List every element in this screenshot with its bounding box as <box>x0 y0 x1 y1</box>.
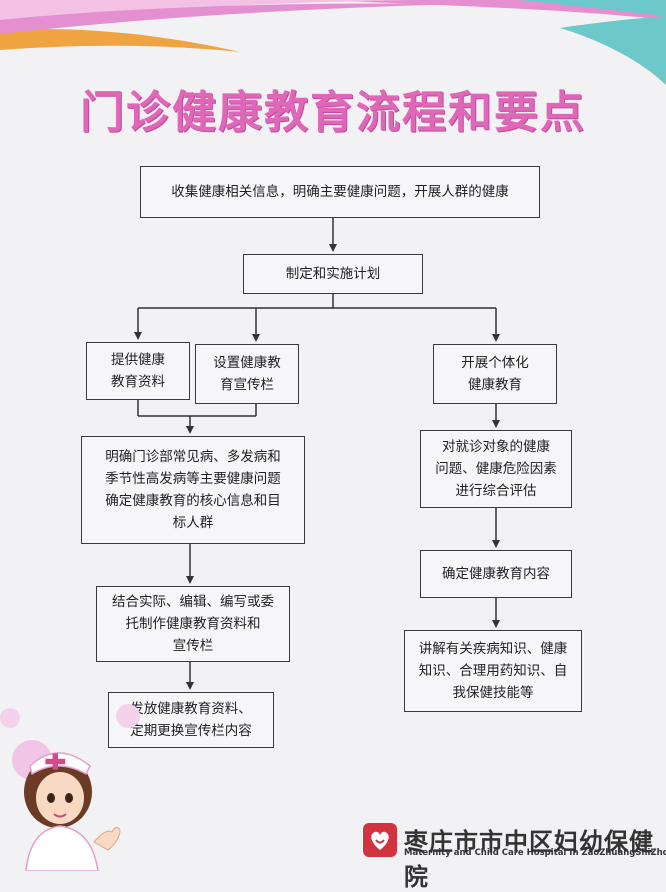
decorative-top-bands <box>0 0 666 85</box>
hospital-logo-icon <box>363 823 397 857</box>
node-collect-info: 收集健康相关信息，明确主要健康问题，开展人群的健康 <box>140 166 540 218</box>
node-assess: 对就诊对象的健康 问题、健康危险因素 进行综合评估 <box>420 430 572 508</box>
node-identify-problems: 明确门诊部常见病、多发病和 季节性高发病等主要健康问题 确定健康教育的核心信息和… <box>81 436 305 544</box>
hospital-name-cn: 枣庄市市中区妇幼保健院 <box>404 828 654 891</box>
nurse-illustration <box>24 752 121 871</box>
page-title: 门诊健康教育流程和要点 <box>80 87 586 138</box>
hospital-name-en: Maternity and Child Care Hospital In Zao… <box>404 848 666 858</box>
node-explain: 讲解有关疾病知识、健康 知识、合理用药知识、自 我保健技能等 <box>404 630 582 712</box>
node-compile-materials: 结合实际、编辑、编写或委 托制作健康教育资料和 宣传栏 <box>96 586 290 662</box>
flow-connectors <box>134 218 500 690</box>
node-provide-materials: 提供健康 教育资料 <box>86 342 190 400</box>
node-setup-board: 设置健康教 育宣传栏 <box>195 344 299 404</box>
node-determine-content: 确定健康教育内容 <box>420 550 572 598</box>
node-individual-education: 开展个体化 健康教育 <box>433 344 557 404</box>
node-plan: 制定和实施计划 <box>243 254 423 294</box>
